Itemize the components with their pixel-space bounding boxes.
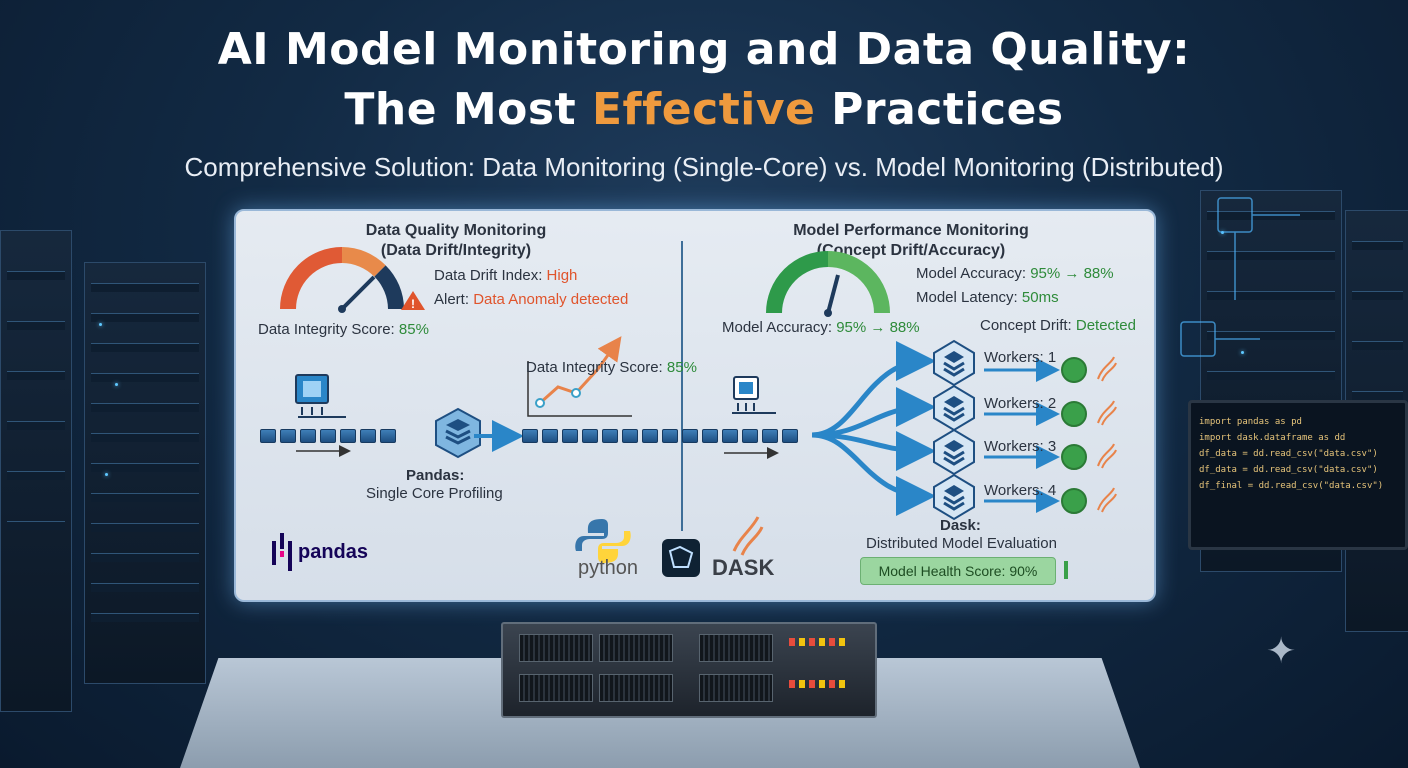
- code-line: df_data = dd.read_csv("data.csv"): [1199, 449, 1378, 459]
- worker-label: Workers: 3: [984, 438, 1057, 455]
- worker-label: Workers: 2: [984, 395, 1057, 412]
- code-monitor: import pandas as pd import dask.datafram…: [1188, 400, 1408, 550]
- gauge-accuracy-label: Model Accuracy:: [722, 319, 837, 336]
- code-line: import pandas as pd: [1199, 417, 1302, 427]
- pandas-logo-text: pandas: [298, 541, 369, 563]
- dask-title: Dask:: [940, 517, 981, 534]
- code-line: import dask.dataframe as dd: [1199, 433, 1346, 443]
- code-line: df_final = dd.read_csv("data.csv"): [1199, 481, 1384, 491]
- dask-logo-text: DASK: [712, 555, 775, 580]
- alert-label: Alert:: [434, 291, 474, 308]
- rack-server: [501, 622, 877, 718]
- right-heading-line1: Model Performance Monitoring: [793, 222, 1029, 239]
- left-section-heading: Data Quality Monitoring (Data Drift/Inte…: [336, 221, 576, 261]
- server-rack-left: [84, 262, 206, 684]
- integrity-trend-chart: [527, 336, 632, 417]
- python-logo-text: python: [578, 557, 639, 579]
- distribution-arrows: [811, 341, 936, 516]
- left-heading-line1: Data Quality Monitoring: [365, 222, 547, 239]
- cpu-chip-icon: [295, 374, 346, 418]
- accuracy-gauge: [766, 251, 890, 317]
- pandas-subtitle: Single Core Profiling: [366, 485, 503, 502]
- code-line: df_data = dd.read_csv("data.csv"): [1199, 465, 1378, 475]
- concept-drift-text: Concept Drift: Detected: [980, 317, 1136, 334]
- model-health-score: Model Health Score: 90%: [860, 557, 1056, 585]
- jupyter-logo-icon: [662, 539, 700, 577]
- model-latency-text: Model Latency: 50ms: [916, 289, 1059, 306]
- right-heading-line2: (Concept Drift/Accuracy): [816, 242, 1006, 259]
- gauge-integrity-label: Data Integrity Score:: [258, 321, 399, 338]
- model-accuracy-text: Model Accuracy: 95% → 88%: [916, 265, 1114, 282]
- health-indicator: [1064, 561, 1068, 579]
- server-rack-far-left: [0, 230, 72, 712]
- concept-drift-label: Concept Drift:: [980, 317, 1076, 334]
- dask-logo-icon: [732, 516, 764, 556]
- worker-label: Workers: 1: [984, 349, 1057, 366]
- integrity-gauge: [280, 247, 404, 313]
- drift-index-text: Data Drift Index: High: [434, 267, 577, 284]
- drift-index-label: Data Drift Index:: [434, 267, 547, 284]
- page-title-line1: AI Model Monitoring and Data Quality:: [217, 24, 1191, 75]
- chart-integrity-value: 85%: [666, 359, 697, 376]
- section-divider: [681, 241, 683, 531]
- gauge-accuracy-text: Model Accuracy: 95% → 88%: [722, 319, 920, 336]
- diagram-panel: Data Quality Monitoring (Data Drift/Inte…: [234, 209, 1156, 602]
- warning-icon: !: [401, 291, 425, 311]
- alert-text: Alert: Data Anomaly detected: [434, 291, 628, 308]
- chart-integrity-label: Data Integrity Score:: [526, 359, 667, 376]
- gauge-integrity-value: 85%: [398, 321, 429, 338]
- model-latency-label: Model Latency:: [916, 289, 1022, 306]
- model-accuracy-value: 95% → 88%: [1030, 265, 1114, 282]
- dask-subtitle: Distributed Model Evaluation: [866, 535, 1057, 552]
- diagram-graphics: !: [272, 247, 1117, 577]
- chart-integrity-text: Data Integrity Score: 85%: [526, 359, 697, 376]
- alert-value: Data Anomaly detected: [473, 291, 629, 308]
- drift-index-value: High: [546, 267, 578, 284]
- model-latency-value: 50ms: [1021, 289, 1059, 306]
- page-title-line2: The Most Effective Practices: [0, 84, 1408, 135]
- right-section-heading: Model Performance Monitoring (Concept Dr…: [776, 221, 1046, 261]
- gauge-accuracy-value: 95% → 88%: [836, 319, 920, 336]
- python-logo-icon: [575, 519, 631, 563]
- svg-text:!: !: [411, 297, 415, 311]
- cpu-chip-icon: [732, 376, 776, 414]
- left-heading-line2: (Data Drift/Integrity): [380, 242, 532, 259]
- concept-drift-value: Detected: [1075, 317, 1136, 334]
- worker-nodes: [933, 339, 1117, 521]
- title-text: Practices: [815, 84, 1064, 135]
- model-accuracy-label: Model Accuracy:: [916, 265, 1031, 282]
- pandas-title: Pandas:: [406, 467, 465, 484]
- gauge-integrity-text: Data Integrity Score: 85%: [258, 321, 429, 338]
- sparkle-icon: ✦: [1266, 630, 1297, 671]
- pandas-stack-icon: [435, 407, 481, 459]
- worker-label: Workers: 4: [984, 482, 1057, 499]
- page-subtitle: Comprehensive Solution: Data Monitoring …: [184, 152, 1224, 182]
- title-accent: Effective: [591, 84, 816, 135]
- title-text: The Most: [344, 84, 592, 135]
- pandas-logo-icon: [272, 533, 292, 571]
